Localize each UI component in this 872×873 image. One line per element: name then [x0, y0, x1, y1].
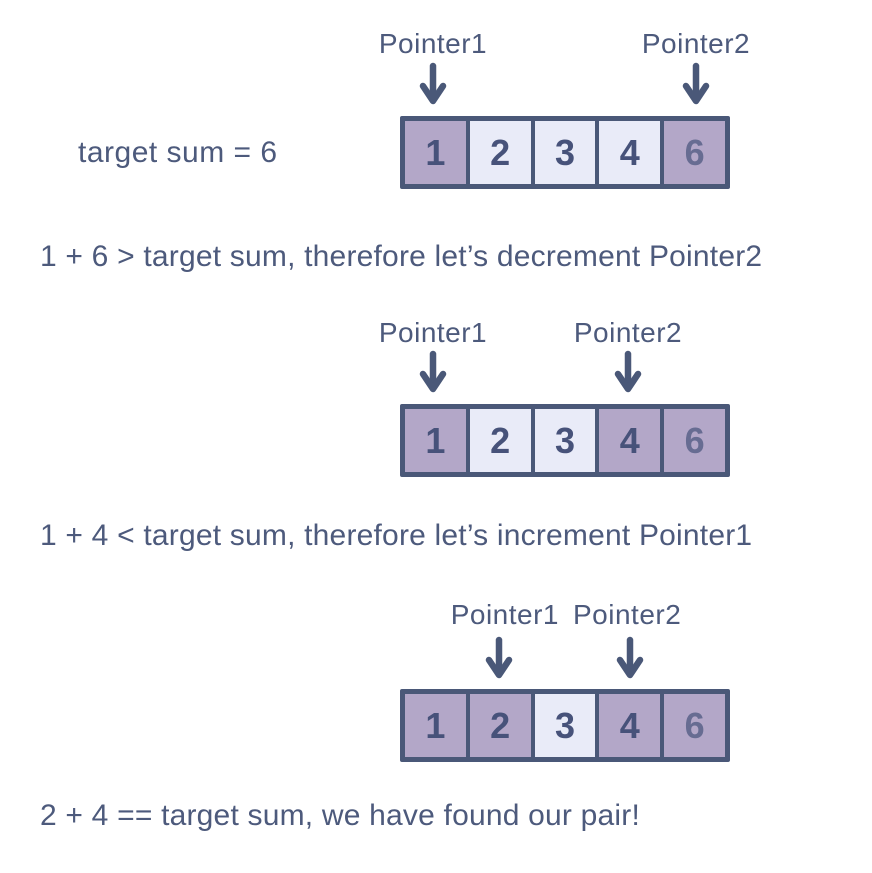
- array-cell-value: 1: [425, 131, 446, 173]
- array-cell-value: 6: [684, 704, 705, 746]
- array-cell: 4: [599, 409, 665, 472]
- step2-caption: 1 + 4 < target sum, therefore let’s incr…: [40, 519, 753, 552]
- array-cell: 4: [599, 694, 665, 757]
- step2-pointer2-label: Pointer2: [573, 317, 683, 348]
- array-cell: 2: [469, 121, 535, 184]
- array-cell-value: 3: [554, 131, 575, 173]
- step3-array: 1 2 3 4 6: [400, 689, 730, 762]
- step1-pointer2-down-arrow-icon: [682, 62, 710, 105]
- array-cell: 1: [405, 694, 470, 757]
- step1-pointer1-down-arrow-icon: [419, 62, 447, 105]
- array-cell-value: 6: [684, 131, 705, 173]
- array-cell: 1: [405, 409, 470, 472]
- step2-pointer1-label: Pointer1: [378, 317, 488, 348]
- step2-pointer1-down-arrow-icon: [419, 350, 447, 393]
- array-cell: 3: [534, 409, 600, 472]
- step3-pointer2-down-arrow-icon: [616, 636, 644, 679]
- array-cell: 2: [469, 694, 535, 757]
- step3-pointer-labels: Pointer1 Pointer2: [366, 599, 766, 631]
- array-cell-value: 4: [619, 704, 640, 746]
- step1-array: 1 2 3 4 6: [400, 116, 730, 189]
- array-cell: 6: [664, 409, 725, 472]
- array-cell-value: 2: [490, 419, 511, 461]
- array-cell: 3: [534, 694, 600, 757]
- array-cell: 6: [664, 121, 725, 184]
- array-cell: 3: [534, 121, 600, 184]
- array-cell-value: 2: [490, 131, 511, 173]
- step2-array: 1 2 3 4 6: [400, 404, 730, 477]
- target-sum-label: target sum = 6: [78, 136, 278, 169]
- array-cell-value: 3: [554, 704, 575, 746]
- array-cell-value: 4: [619, 419, 640, 461]
- array-cell: 2: [469, 409, 535, 472]
- step2-pointer2-down-arrow-icon: [614, 350, 642, 393]
- array-cell: 4: [599, 121, 665, 184]
- array-cell: 1: [405, 121, 470, 184]
- step3-pointer1-down-arrow-icon: [485, 636, 513, 679]
- array-cell: 6: [664, 694, 725, 757]
- array-cell-value: 1: [425, 419, 446, 461]
- array-cell-value: 4: [619, 131, 640, 173]
- step3-pointer1-label: Pointer1: [450, 599, 559, 630]
- array-cell-value: 1: [425, 704, 446, 746]
- array-cell-value: 2: [490, 704, 511, 746]
- array-cell-value: 6: [684, 419, 705, 461]
- array-cell-value: 3: [554, 419, 575, 461]
- step3-pointer2-label: Pointer2: [573, 599, 682, 630]
- step3-caption: 2 + 4 == target sum, we have found our p…: [40, 799, 640, 832]
- step1-pointer1-label: Pointer1: [378, 28, 488, 59]
- step1-caption: 1 + 6 > target sum, therefore let’s decr…: [40, 240, 763, 273]
- step1-pointer2-label: Pointer2: [641, 28, 751, 59]
